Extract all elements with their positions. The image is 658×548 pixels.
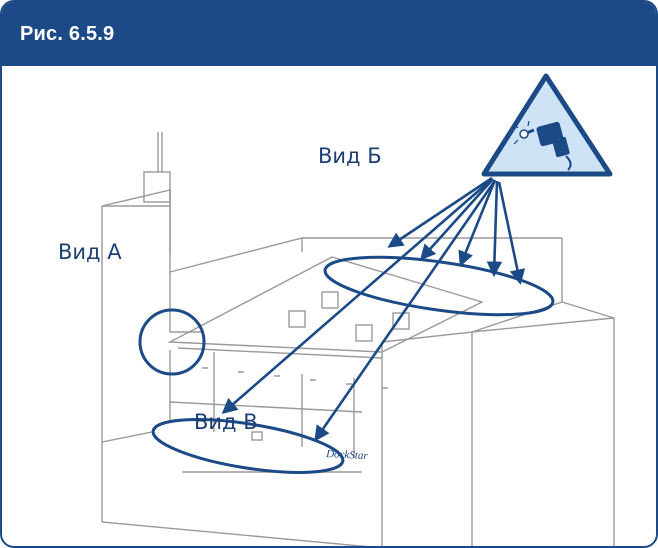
installation-diagram: DockStar (101, 73, 615, 546)
view-a-label: Вид А (58, 240, 122, 264)
dockstar-logo: DockStar (325, 448, 369, 462)
building-line-art (101, 132, 615, 546)
view-v-ellipse (151, 418, 345, 474)
view-v-label: Вид В (194, 410, 258, 434)
view-a-circle (138, 308, 206, 376)
welding-warning-icon (481, 73, 613, 177)
view-highlights (138, 255, 555, 474)
view-b-label: Вид Б (318, 144, 382, 168)
figure-title: Рис. 6.5.9 (2, 2, 656, 66)
view-b-ellipse (323, 255, 555, 317)
inspection-arrows (221, 176, 526, 442)
